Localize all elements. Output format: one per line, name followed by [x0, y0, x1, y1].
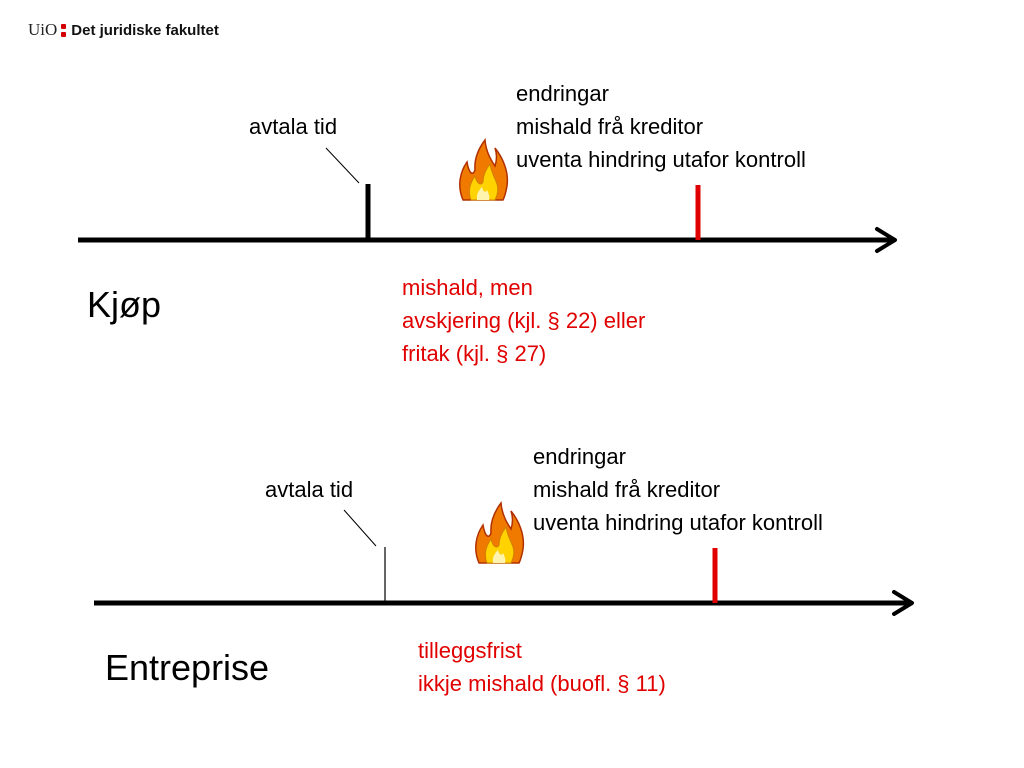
agreed-time-label: avtala tid	[265, 477, 354, 502]
consequence-item: fritak (kjl. § 27)	[402, 341, 547, 366]
event-item: uventa hindring utafor kontroll	[533, 510, 823, 535]
event-list: endringar mishald frå kreditor uventa hi…	[516, 77, 806, 176]
event-item: endringar	[516, 81, 609, 106]
logo-uio-text: UiO	[28, 20, 58, 39]
timeline-title: Entreprise	[105, 647, 270, 688]
consequence-item: ikkje mishald (buofl. § 11)	[418, 671, 666, 696]
event-list: endringar mishald frå kreditor uventa hi…	[533, 440, 823, 539]
agreed-time-pointer	[325, 147, 360, 184]
event-item: mishald frå kreditor	[516, 114, 704, 139]
faculty-name: Det juridiske fakultet	[71, 21, 219, 39]
time-axis-arrowhead	[892, 590, 914, 616]
logo-colon-icon	[61, 22, 67, 38]
timeline-title: Kjøp	[87, 284, 162, 325]
event-item: mishald frå kreditor	[533, 477, 721, 502]
consequence-list: tilleggsfrist ikkje mishald (buofl. § 11…	[418, 634, 666, 700]
uio-logo[interactable]: UiO Det juridiske fakultet	[28, 18, 219, 42]
consequence-item: mishald, men	[402, 275, 533, 300]
consequence-item: tilleggsfrist	[418, 638, 522, 663]
fire-icon	[475, 500, 525, 564]
event-item: endringar	[533, 444, 626, 469]
fire-icon	[459, 137, 509, 201]
consequence-list: mishald, men avskjering (kjl. § 22) elle…	[402, 271, 645, 370]
event-item: uventa hindring utafor kontroll	[516, 147, 806, 172]
consequence-item: avskjering (kjl. § 22) eller	[402, 308, 646, 333]
agreed-time-pointer	[343, 509, 377, 547]
agreed-time-label: avtala tid	[249, 114, 338, 139]
time-axis-arrowhead	[875, 227, 897, 253]
